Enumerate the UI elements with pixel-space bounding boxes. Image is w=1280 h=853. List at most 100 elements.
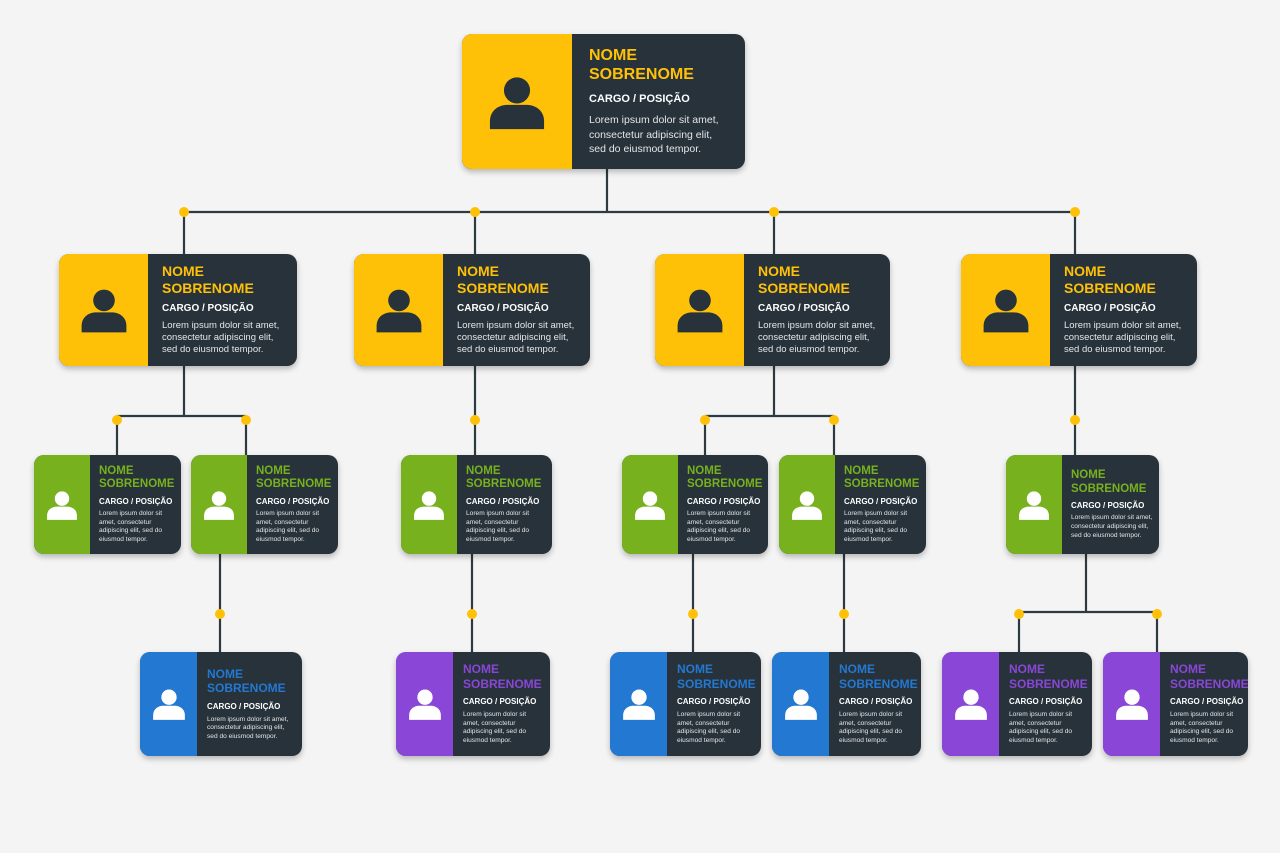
- connector-dot: [769, 207, 779, 217]
- connector-dot: [467, 609, 477, 619]
- avatar: [462, 34, 572, 169]
- description-text: Lorem ipsum dolor sit amet, consectetur …: [758, 319, 876, 356]
- name-last: SOBRENOME: [207, 681, 286, 696]
- person-icon: [634, 489, 666, 521]
- role-label: CARGO / POSIÇÃO: [1170, 697, 1244, 707]
- avatar: [396, 652, 453, 756]
- avatar: [942, 652, 999, 756]
- name-last: SOBRENOME: [256, 478, 332, 491]
- name-last: SOBRENOME: [687, 478, 763, 491]
- name-first: NOME: [99, 464, 134, 477]
- name-first: NOME: [1071, 468, 1106, 481]
- name-last: SOBRENOME: [589, 66, 694, 84]
- name-first: NOME: [844, 464, 879, 477]
- avatar: [779, 455, 835, 554]
- avatar: [961, 254, 1050, 366]
- name-first: NOME: [463, 662, 499, 677]
- name-first: NOME: [1009, 662, 1045, 677]
- name-first: NOME: [589, 47, 637, 65]
- person-icon: [80, 286, 128, 334]
- connector-dot: [470, 207, 480, 217]
- description-text: Lorem ipsum dolor sit amet, consectetur …: [1009, 711, 1073, 744]
- description-text: Lorem ipsum dolor sit amet, consectetur …: [162, 319, 280, 356]
- name-last: SOBRENOME: [1170, 676, 1248, 691]
- avatar: [610, 652, 667, 756]
- description-text: Lorem ipsum dolor sit amet, consectetur …: [207, 715, 289, 740]
- description-text: Lorem ipsum dolor sit amet, consectetur …: [99, 510, 163, 543]
- connector-dot: [839, 609, 849, 619]
- person-icon: [203, 489, 235, 521]
- role-label: CARGO / POSIÇÃO: [844, 497, 918, 507]
- person-icon: [676, 286, 724, 334]
- connector-dot: [179, 207, 189, 217]
- person-icon: [982, 286, 1030, 334]
- role-label: CARGO / POSIÇÃO: [677, 697, 751, 707]
- avatar: [191, 455, 247, 554]
- description-text: Lorem ipsum dolor sit amet, consectetur …: [1064, 319, 1182, 356]
- name-first: NOME: [457, 263, 499, 280]
- name-last: SOBRENOME: [1064, 279, 1156, 296]
- person-icon: [46, 489, 78, 521]
- role-label: CARGO / POSIÇÃO: [457, 302, 549, 314]
- person-icon: [954, 687, 988, 721]
- name-first: NOME: [1170, 662, 1206, 677]
- person-icon: [152, 687, 186, 721]
- name-last: SOBRENOME: [758, 279, 850, 296]
- description-text: Lorem ipsum dolor sit amet, consectetur …: [677, 711, 741, 744]
- name-first: NOME: [162, 263, 204, 280]
- name-last: SOBRENOME: [839, 676, 918, 691]
- description-text: Lorem ipsum dolor sit amet, consectetur …: [256, 510, 320, 543]
- connector-dot: [1070, 415, 1080, 425]
- description-text: Lorem ipsum dolor sit amet, consectetur …: [466, 510, 530, 543]
- role-label: CARGO / POSIÇÃO: [162, 302, 254, 314]
- role-label: CARGO / POSIÇÃO: [256, 497, 330, 507]
- connector-dot: [688, 609, 698, 619]
- description-text: Lorem ipsum dolor sit amet, consectetur …: [463, 711, 527, 744]
- role-label: CARGO / POSIÇÃO: [466, 497, 540, 507]
- person-icon: [408, 687, 442, 721]
- connector-dot: [700, 415, 710, 425]
- role-label: CARGO / POSIÇÃO: [207, 701, 281, 711]
- description-text: Lorem ipsum dolor sit amet, consectetur …: [844, 510, 908, 543]
- role-label: CARGO / POSIÇÃO: [1071, 501, 1145, 511]
- person-icon: [413, 489, 445, 521]
- role-label: CARGO / POSIÇÃO: [687, 497, 761, 507]
- role-label: CARGO / POSIÇÃO: [463, 697, 537, 707]
- role-label: CARGO / POSIÇÃO: [99, 497, 173, 507]
- person-icon: [791, 489, 823, 521]
- connector-dot: [470, 415, 480, 425]
- description-text: Lorem ipsum dolor sit amet, consectetur …: [457, 319, 575, 356]
- description-text: Lorem ipsum dolor sit amet, consectetur …: [687, 510, 751, 543]
- name-first: NOME: [839, 662, 875, 677]
- name-first: NOME: [256, 464, 291, 477]
- connector-dot: [1152, 609, 1162, 619]
